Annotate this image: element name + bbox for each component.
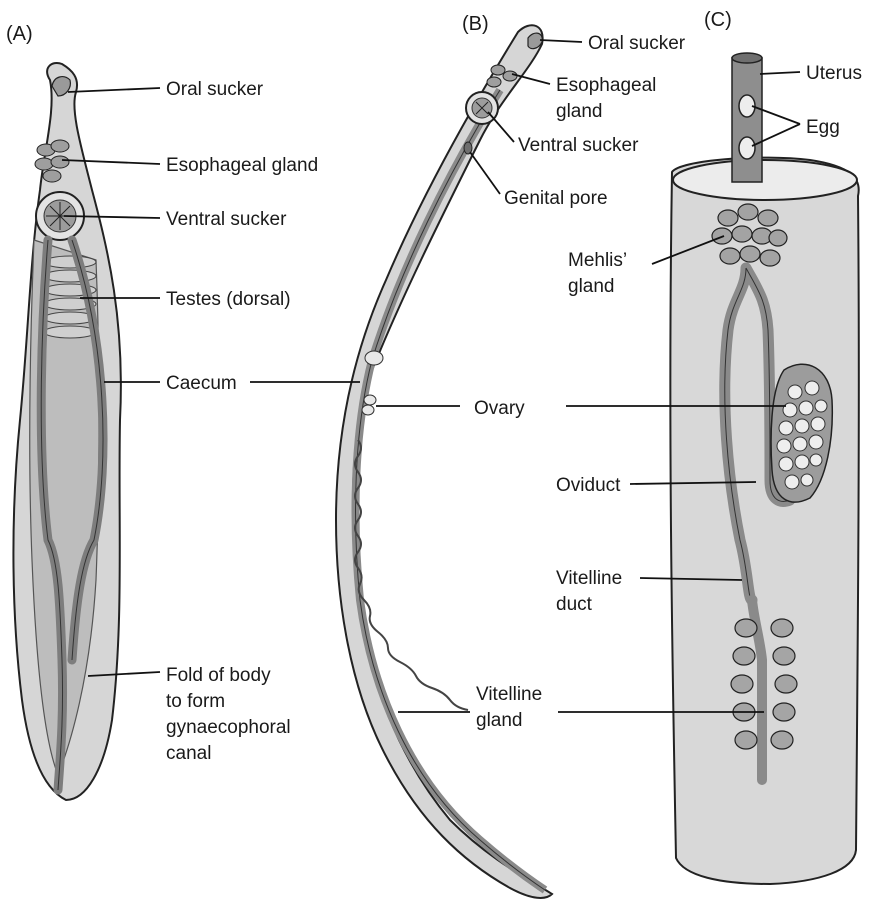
leader-oral-sucker-b (540, 40, 582, 42)
label-oral-sucker-a: Oral sucker (166, 79, 264, 100)
label-vitelline-gland-line-2: gland (476, 710, 523, 731)
label-oviduct: Oviduct (556, 475, 621, 496)
label-egg: Egg (806, 117, 840, 138)
cylinder-top (673, 160, 857, 200)
panel-label-c: (C) (704, 9, 732, 31)
panel-label-a: (A) (6, 23, 33, 45)
label-fold-line-3: gynaecophoral (166, 717, 291, 738)
panel-label-b: (B) (462, 13, 489, 35)
leader-ventral-sucker-b (488, 112, 514, 142)
female-body-outline (336, 25, 552, 898)
leader-uterus (760, 72, 800, 74)
panel-b-female-worm: (B) Oral sucker Esophageal gland Ventral… (250, 13, 686, 898)
label-fold-line-2: to form (166, 691, 225, 712)
label-vitelline-duct-line-2: duct (556, 594, 593, 615)
label-fold-line-4: canal (166, 743, 211, 764)
label-ventral-sucker-b: Ventral sucker (518, 135, 639, 156)
female-inner-canal (356, 90, 545, 890)
label-ovary: Ovary (474, 398, 525, 419)
label-caecum-a: Caecum (166, 373, 237, 394)
leader-oral-sucker-a (68, 88, 160, 92)
label-fold-line-1: Fold of body (166, 665, 271, 686)
label-esophageal-gland-a: Esophageal gland (166, 155, 318, 176)
label-genital-pore: Genital pore (504, 188, 608, 209)
mehlis-gland (712, 204, 787, 266)
label-mehlis-line-2: gland (568, 276, 615, 297)
panel-a-male-worm: (A) Oral sucker Esophageal gland Ventral… (6, 23, 318, 800)
leader-genital-pore-b (470, 152, 500, 194)
label-ventral-sucker-a: Ventral sucker (166, 209, 287, 230)
label-vitelline-gland-line-1: Vitelline (476, 684, 542, 705)
label-esophageal-gland-b-line-1: Esophageal (556, 75, 656, 96)
label-mehlis-line-1: Mehlis’ (568, 250, 627, 271)
label-testes-a: Testes (dorsal) (166, 289, 291, 310)
label-oral-sucker-b: Oral sucker (588, 33, 686, 54)
label-esophageal-gland-b-line-2: gland (556, 101, 603, 122)
label-vitelline-duct-line-1: Vitelline (556, 568, 622, 589)
label-uterus: Uterus (806, 63, 862, 84)
uterus (732, 58, 762, 182)
